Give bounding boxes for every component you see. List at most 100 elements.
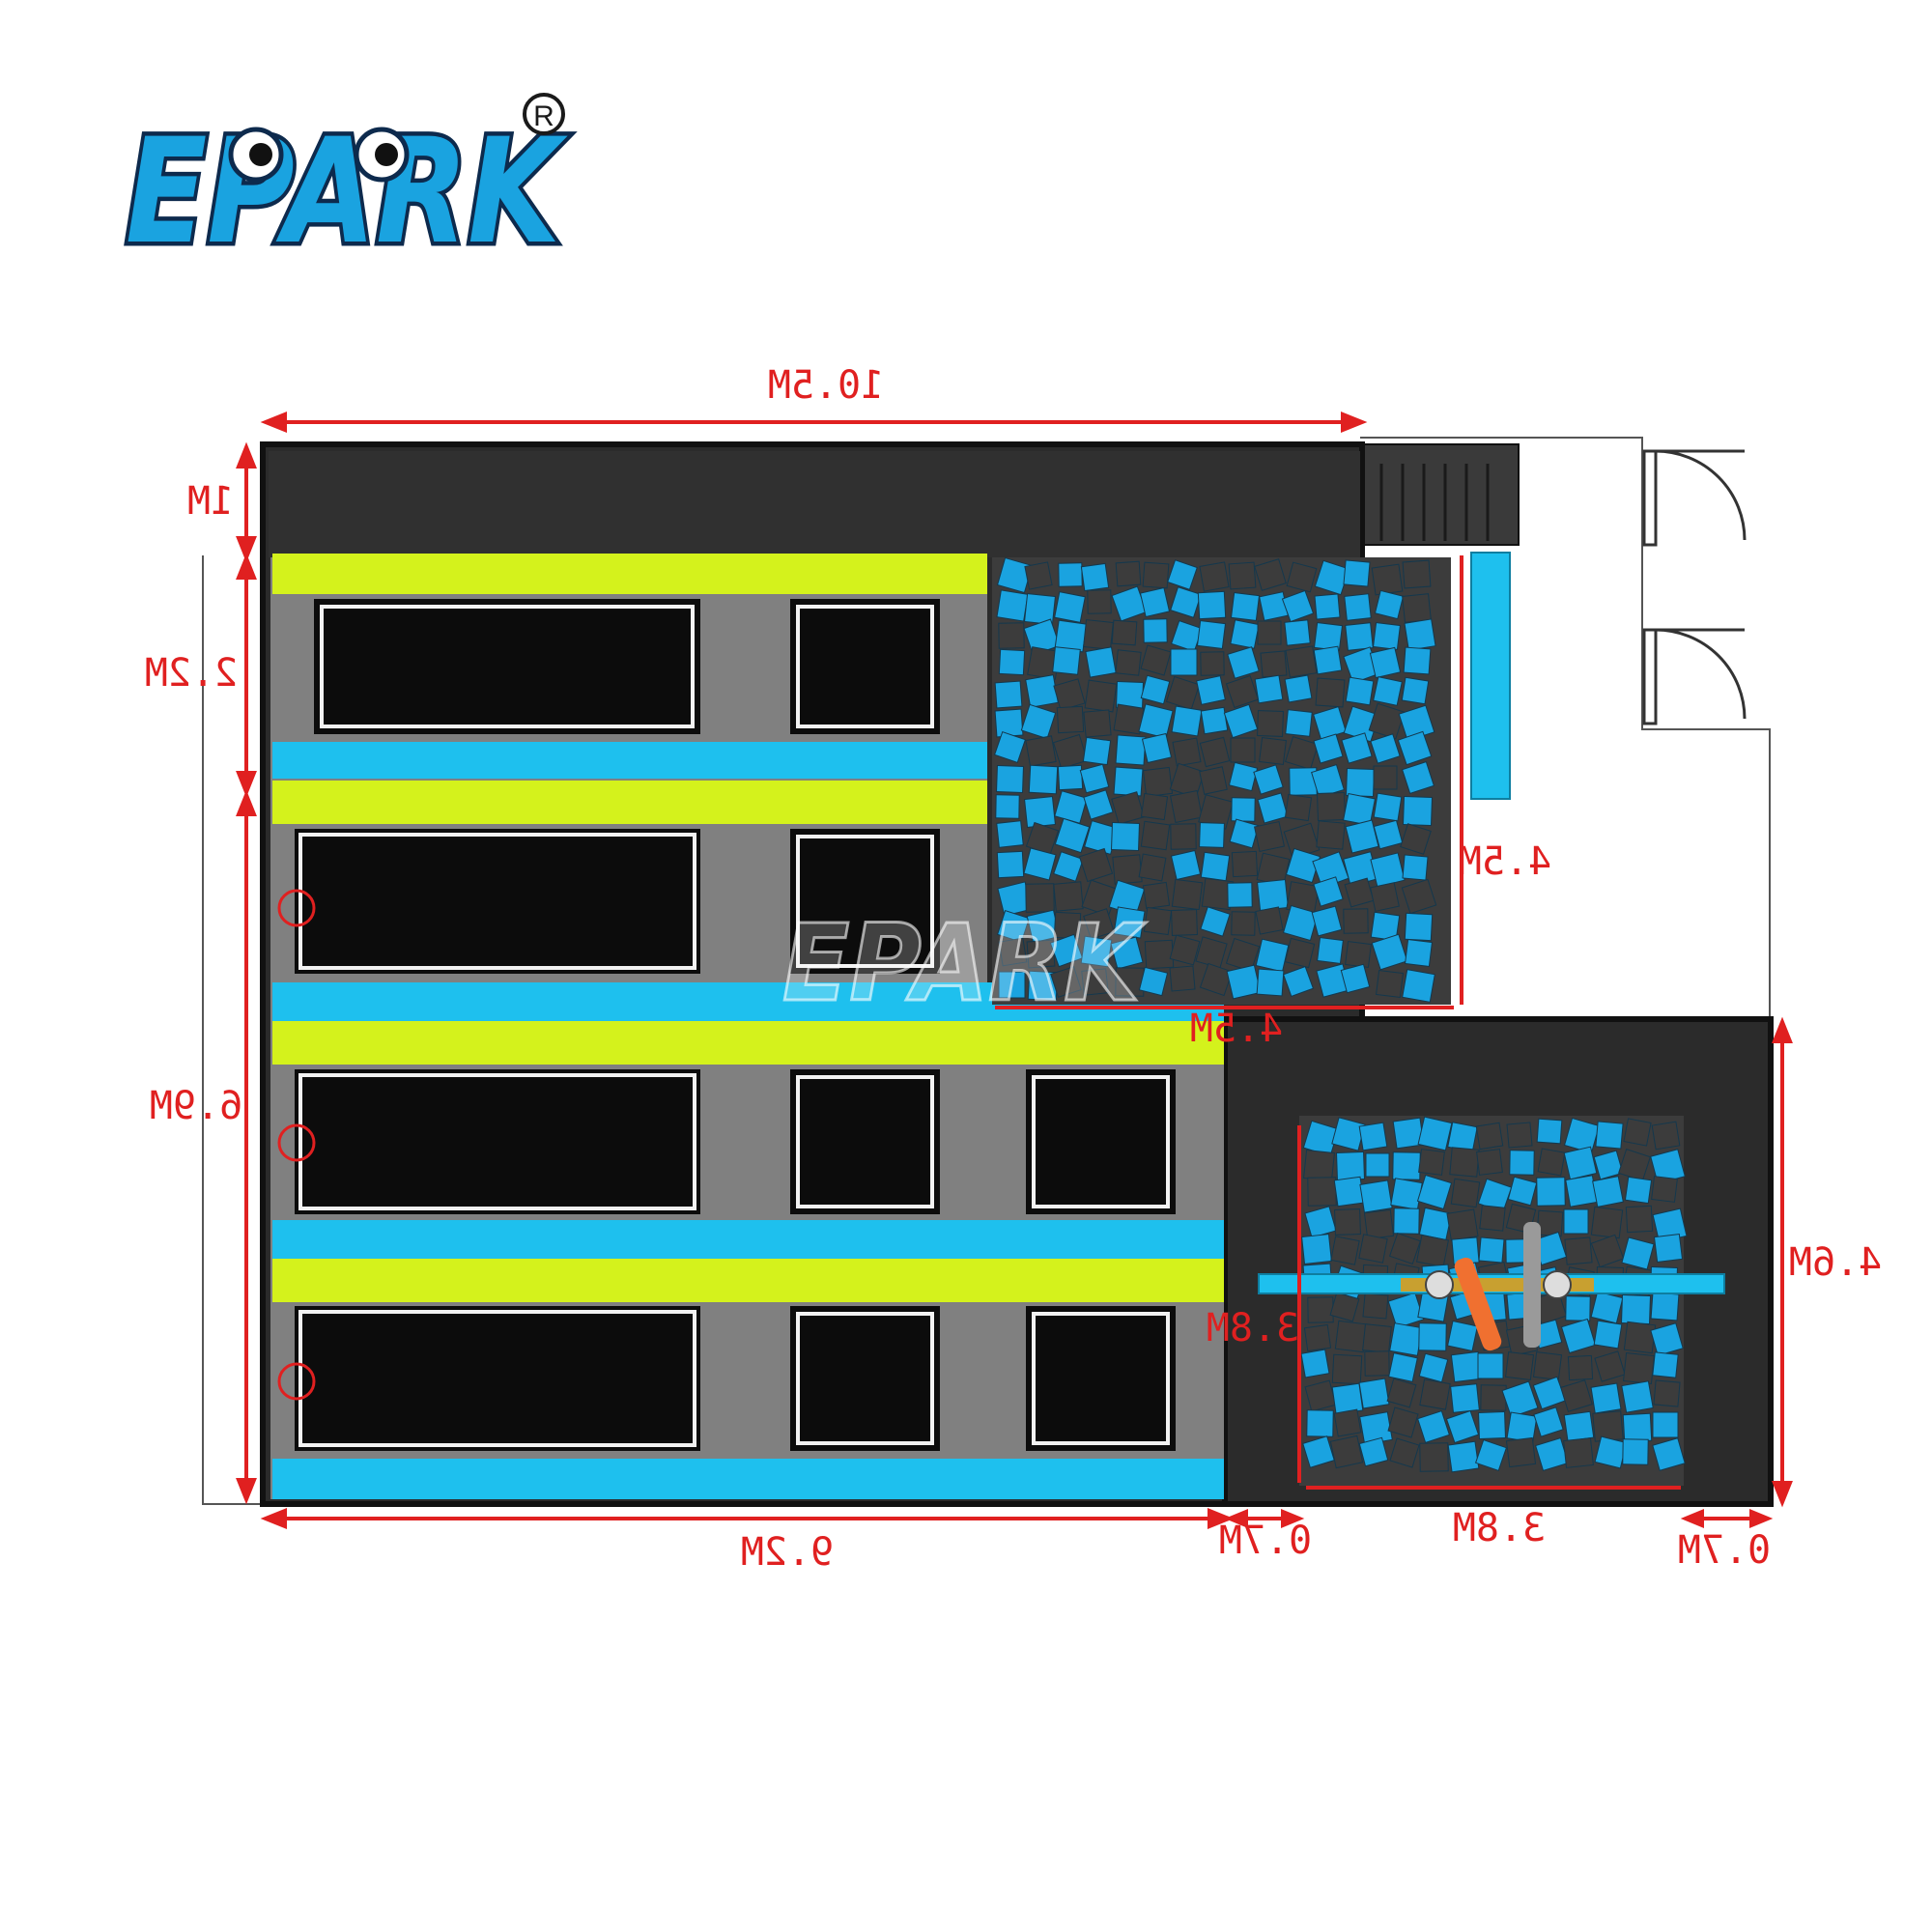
foam-cube — [1404, 618, 1436, 651]
foam-cube — [1621, 1236, 1655, 1270]
foam-cube — [1284, 793, 1313, 822]
foam-cube — [1254, 674, 1284, 704]
foam-cube — [1344, 877, 1375, 908]
foam-cube — [1504, 1350, 1535, 1381]
foam-cube — [1388, 1352, 1418, 1382]
epark-watermark: EPARK — [782, 901, 1147, 1025]
foam-cube — [1560, 1379, 1593, 1412]
foam-cube — [1049, 933, 1084, 968]
foam-cube — [1651, 1176, 1678, 1203]
foam-cube — [1143, 906, 1173, 936]
foam-cube — [1169, 965, 1196, 992]
foam-cube — [1115, 649, 1142, 676]
cyan-pad-3 — [272, 1220, 1224, 1259]
foam-cube — [996, 850, 1025, 879]
dim-left-6-9m: 6.9M — [150, 1084, 242, 1128]
trampoline-area — [270, 554, 1224, 1499]
foam-cube — [1345, 819, 1379, 854]
door-2-swing — [1655, 628, 1747, 720]
foam-cube — [1111, 619, 1138, 646]
entrance-doors — [1642, 449, 1747, 725]
foam-cube — [998, 622, 1025, 649]
foam-cube — [1260, 650, 1288, 678]
foam-cube — [1115, 560, 1142, 587]
foam-cube — [1315, 677, 1346, 708]
foam-cube — [1227, 882, 1253, 908]
trampoline-mat — [790, 599, 940, 734]
foam-cube — [1084, 679, 1118, 713]
trampoline-mat — [1026, 1306, 1176, 1451]
battle-stick-orange — [1454, 1257, 1502, 1351]
foam-cube — [1083, 619, 1114, 650]
foam-cube — [1025, 735, 1057, 767]
logo-eye-left-pupil — [249, 143, 272, 166]
foam-cube — [1373, 792, 1403, 822]
foam-cube — [1397, 730, 1433, 766]
foam-cube — [1054, 591, 1086, 623]
foam-cube — [1284, 619, 1311, 646]
battle-stick-gray — [1523, 1222, 1541, 1348]
foam-cube — [1402, 559, 1432, 589]
foam-cube — [1284, 674, 1313, 703]
trampoline-row-3 — [295, 1069, 1176, 1214]
foam-cube — [1111, 791, 1145, 825]
foam-cube — [1231, 797, 1256, 822]
foam-cube — [1623, 1118, 1652, 1147]
foam-cube — [996, 589, 1029, 622]
foam-cube — [1536, 1177, 1566, 1207]
foam-cube — [1317, 792, 1346, 821]
foam-cube — [1199, 766, 1228, 795]
foam-cube — [1115, 734, 1147, 766]
foam-cube — [1392, 1151, 1421, 1180]
foam-cube — [1405, 939, 1433, 967]
foam-cube — [1506, 1122, 1533, 1149]
foam-cube — [1507, 1176, 1538, 1207]
foam-cube — [1480, 1384, 1507, 1411]
foam-cube — [994, 708, 1024, 738]
foam-cube — [994, 680, 1023, 709]
foam-cube — [1228, 561, 1257, 590]
foam-cube — [1112, 854, 1143, 885]
foam-cube — [1230, 591, 1261, 622]
foam-cube — [1362, 1293, 1389, 1320]
foam-cube — [1401, 760, 1435, 795]
foam-cube — [1368, 702, 1406, 740]
foam-cube — [1563, 1410, 1595, 1442]
foam-cube — [1622, 1438, 1649, 1465]
foam-cube — [1340, 963, 1371, 994]
foam-cube — [1536, 1118, 1563, 1145]
foam-cube — [1085, 646, 1117, 678]
foam-cube — [1622, 1412, 1653, 1443]
foam-cube — [1083, 709, 1112, 738]
foam-cube — [1501, 1380, 1539, 1418]
hoop-icon — [277, 889, 316, 927]
foam-cube — [1369, 646, 1402, 679]
dim-foam-pit-height: 4.5M — [1459, 839, 1551, 884]
foam-cube — [1419, 1378, 1451, 1410]
foam-cube — [1386, 1378, 1417, 1408]
building-outline — [202, 437, 1771, 1505]
foam-cube — [1303, 1323, 1332, 1352]
foam-cube — [1285, 645, 1318, 678]
foam-cubes — [993, 556, 1437, 1003]
foam-cube — [1111, 822, 1140, 851]
foam-cube — [1333, 1408, 1362, 1437]
foam-cube — [1333, 1176, 1365, 1208]
trampoline-row-2 — [295, 829, 940, 974]
foam-cube — [1056, 705, 1085, 734]
registered-mark-icon — [523, 93, 565, 135]
registered-mark-letter: R — [533, 100, 554, 132]
foam-cube — [1359, 1179, 1393, 1213]
trampoline-mat — [314, 599, 700, 734]
trampoline-row-1 — [314, 599, 940, 734]
foam-cube — [1362, 1323, 1392, 1353]
foam-cube — [1171, 909, 1198, 936]
foam-cube — [1402, 593, 1432, 623]
foam-cube — [1200, 651, 1225, 676]
foam-cube — [1081, 968, 1109, 996]
foam-cube — [1079, 763, 1110, 794]
foam-cube — [1028, 764, 1059, 795]
foam-cube — [1450, 1178, 1481, 1208]
foam-cube — [1450, 1383, 1480, 1413]
foam-cube — [1401, 878, 1437, 915]
